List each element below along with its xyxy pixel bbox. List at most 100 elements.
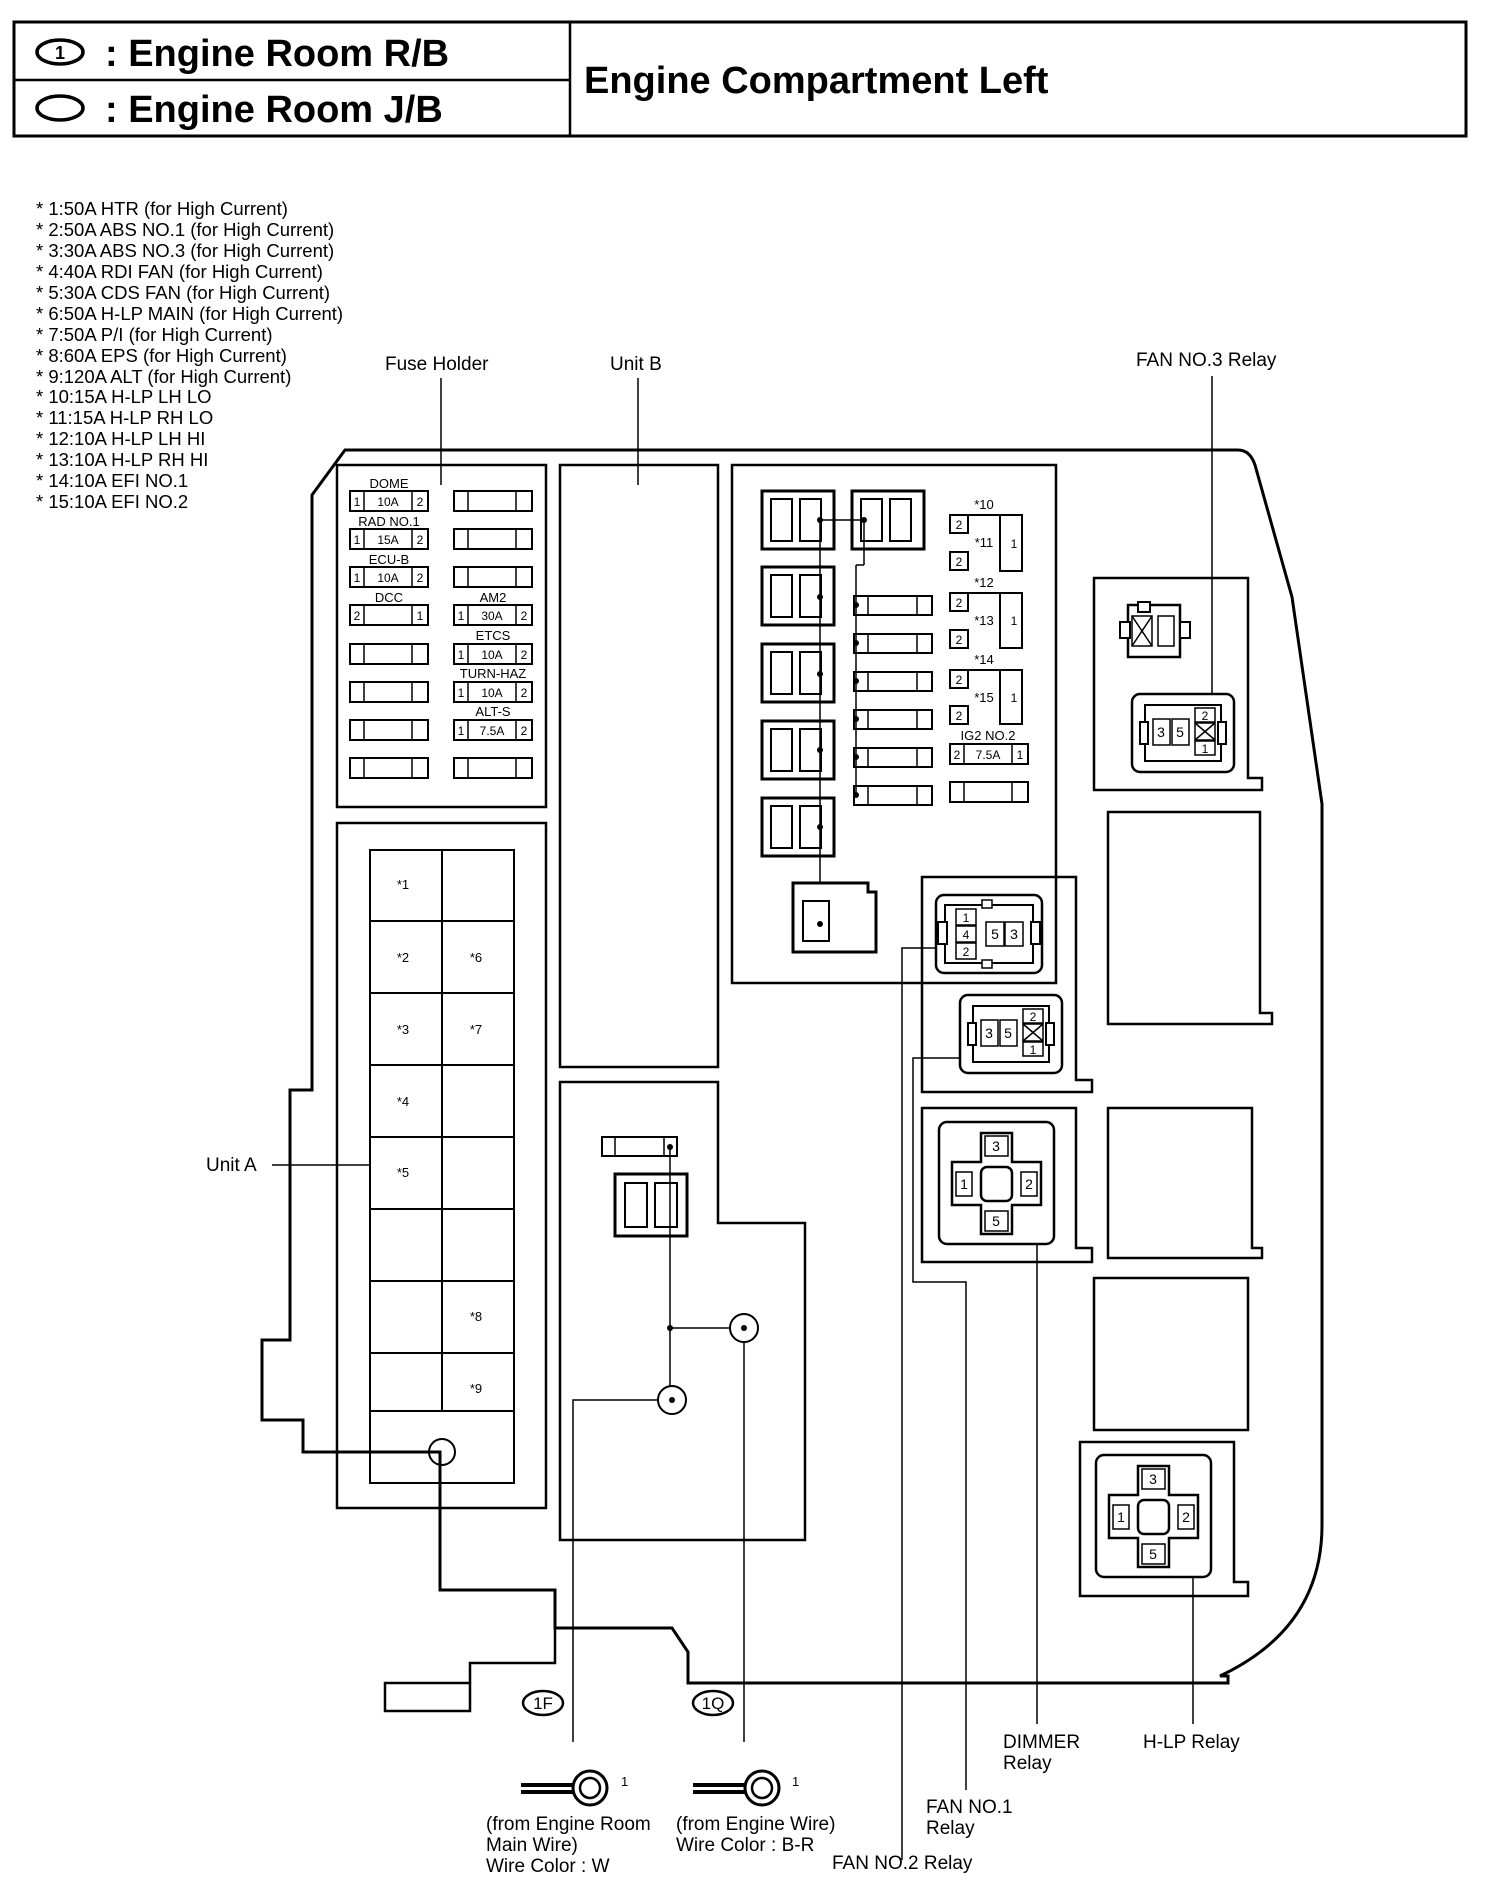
unit-a-cell: *7 <box>470 1022 482 1037</box>
relay-slot-empty <box>1092 1276 1250 1432</box>
fuse-label-am2: AM2 <box>480 590 507 605</box>
fuse-slot <box>453 757 533 779</box>
svg-text:7.5A: 7.5A <box>480 724 505 738</box>
connector-1q-badge: 1Q <box>691 1689 735 1717</box>
svg-text:1: 1 <box>458 648 465 662</box>
svg-text:30A: 30A <box>481 609 502 623</box>
svg-text:10A: 10A <box>377 495 398 509</box>
callout-hlp-relay: H-LP Relay <box>1143 1732 1240 1753</box>
fuse-alt-s: 1 7.5A 2 <box>453 719 533 741</box>
fan1-fan2-relay-area: 1 4 2 5 3 3 5 2 1 <box>920 875 1094 1094</box>
fuse-list-item: * 6:50A H-LP MAIN (for High Current) <box>36 303 343 324</box>
hlp-relay: 3 1 2 5 <box>1094 1453 1213 1579</box>
svg-text:Relay: Relay <box>1003 1753 1052 1774</box>
svg-text:2: 2 <box>521 609 528 623</box>
fuse-label: *10 <box>974 497 994 512</box>
svg-text:2: 2 <box>1030 1010 1037 1024</box>
fuse-label: *12 <box>974 575 994 590</box>
svg-text:4: 4 <box>963 928 970 942</box>
unit-a-cell: *4 <box>397 1094 409 1109</box>
callout-dimmer-relay: DIMMER <box>1003 1732 1080 1753</box>
svg-text:2: 2 <box>1182 1509 1190 1525</box>
fuse-list-item: * 10:15A H-LP LH LO <box>36 386 212 407</box>
callout-fan1-relay: FAN NO.1 <box>926 1797 1013 1818</box>
svg-text:2: 2 <box>417 571 424 585</box>
fuse-slot <box>453 490 533 512</box>
legend-rb-text: : Engine Room R/B <box>105 33 449 75</box>
svg-text:2: 2 <box>1202 709 1209 723</box>
fuse-slot <box>453 566 533 588</box>
callout-fan3-relay: FAN NO.3 Relay <box>1136 350 1277 371</box>
callout-fuse-holder: Fuse Holder <box>385 354 489 375</box>
relay-slot-empty <box>1106 810 1274 1026</box>
svg-text:3: 3 <box>1157 724 1165 740</box>
svg-text:3: 3 <box>1010 926 1018 942</box>
svg-text:1Q: 1Q <box>702 1694 725 1713</box>
svg-text:Relay: Relay <box>926 1818 975 1839</box>
fuse-list-item: * 8:60A EPS (for High Current) <box>36 345 287 366</box>
svg-text:1: 1 <box>458 609 465 623</box>
fuse-label: *11 <box>975 535 994 550</box>
terminal-1f-icon <box>657 1385 687 1415</box>
svg-text:2: 2 <box>417 495 424 509</box>
fuse-label-turnhaz: TURN-HAZ <box>460 666 526 681</box>
svg-text:7.5A: 7.5A <box>976 748 1001 762</box>
fuse-list: * 1:50A HTR (for High Current) * 2:50A A… <box>36 198 343 512</box>
svg-text:10A: 10A <box>481 686 502 700</box>
callout-unit-a: Unit A <box>206 1155 257 1176</box>
svg-text:1F: 1F <box>533 1694 553 1713</box>
connector-1f-badge: 1F <box>521 1689 565 1717</box>
fan1-relay: 1 4 2 5 3 <box>934 893 1044 975</box>
svg-text:1: 1 <box>1011 691 1018 705</box>
svg-text:2: 2 <box>954 748 961 762</box>
fuse-holder: DOME 1 10A 2 RAD NO.1 1 15A 2 ECU-B 1 10… <box>335 463 548 809</box>
fuse-ig2-no2: 2 7.5A 1 <box>949 743 1029 765</box>
ring-terminal-icon <box>693 1769 781 1807</box>
right-fuse-block: *10 *11 2 2 1 *12 *13 2 2 1 *14 *15 2 2 … <box>730 463 1058 985</box>
svg-text:15A: 15A <box>377 533 398 547</box>
callout-unit-b: Unit B <box>610 354 662 375</box>
svg-text:1: 1 <box>1030 1043 1037 1057</box>
callout-fan2-relay: FAN NO.2 Relay <box>832 1853 973 1874</box>
fuse-list-item: * 7:50A P/I (for High Current) <box>36 324 273 345</box>
fuse-slot <box>453 528 533 550</box>
unit-a-cell: *1 <box>397 877 409 892</box>
unit-a: *1 *2 *3 *4 *5 *6 *7 *8 *9 <box>335 821 548 1510</box>
fuse-list-item: * 11:15A H-LP RH LO <box>36 407 213 428</box>
legend-jb-symbol <box>35 94 85 122</box>
svg-text:5: 5 <box>992 1213 1000 1229</box>
svg-text:Wire Color : B-R: Wire Color : B-R <box>676 1835 814 1856</box>
fuse-list-item: * 13:10A H-LP RH HI <box>36 449 208 470</box>
unit-a-cell: *5 <box>397 1165 409 1180</box>
svg-text:10A: 10A <box>481 648 502 662</box>
legend-rb-symbol: 1 <box>35 38 85 66</box>
fuse-am2: 1 30A 2 <box>453 604 533 626</box>
fuse-list-item: * 14:10A EFI NO.1 <box>36 470 188 491</box>
fuse-slot <box>949 781 1029 803</box>
fuse-label: *13 <box>974 613 994 628</box>
connector-1q-desc: (from Engine Wire) <box>676 1814 835 1835</box>
svg-text:2: 2 <box>956 596 963 610</box>
fuse-label-alts: ALT-S <box>475 704 510 719</box>
fuse-rad-no1: 1 15A 2 <box>349 528 429 550</box>
unit-a-cell: *8 <box>470 1309 482 1324</box>
svg-text:Main Wire): Main Wire) <box>486 1835 578 1856</box>
svg-text:5: 5 <box>1176 724 1184 740</box>
terminal-1q-icon <box>729 1313 759 1343</box>
svg-text:1: 1 <box>458 724 465 738</box>
fuse-list-item: * 3:30A ABS NO.3 (for High Current) <box>36 240 334 261</box>
hlp-relay-area: 3 1 2 5 <box>1078 1440 1250 1598</box>
svg-text:1: 1 <box>1011 614 1018 628</box>
svg-text:2: 2 <box>963 945 970 959</box>
relay-slot-empty <box>1106 1106 1264 1260</box>
fuse-turn-haz: 1 10A 2 <box>453 681 533 703</box>
legend-jb-text: : Engine Room J/B <box>105 89 443 131</box>
svg-text:3: 3 <box>992 1138 1000 1154</box>
fuse-list-item: * 12:10A H-LP LH HI <box>36 428 205 449</box>
fuse-label: *14 <box>974 652 994 667</box>
connector-1f: 1F 1 (from Engine Room Main Wire) Wire C… <box>486 1689 651 1877</box>
svg-text:1: 1 <box>458 686 465 700</box>
svg-text:1: 1 <box>1011 537 1018 551</box>
svg-text:2: 2 <box>956 633 963 647</box>
legend-rb-number: 1 <box>55 43 65 63</box>
